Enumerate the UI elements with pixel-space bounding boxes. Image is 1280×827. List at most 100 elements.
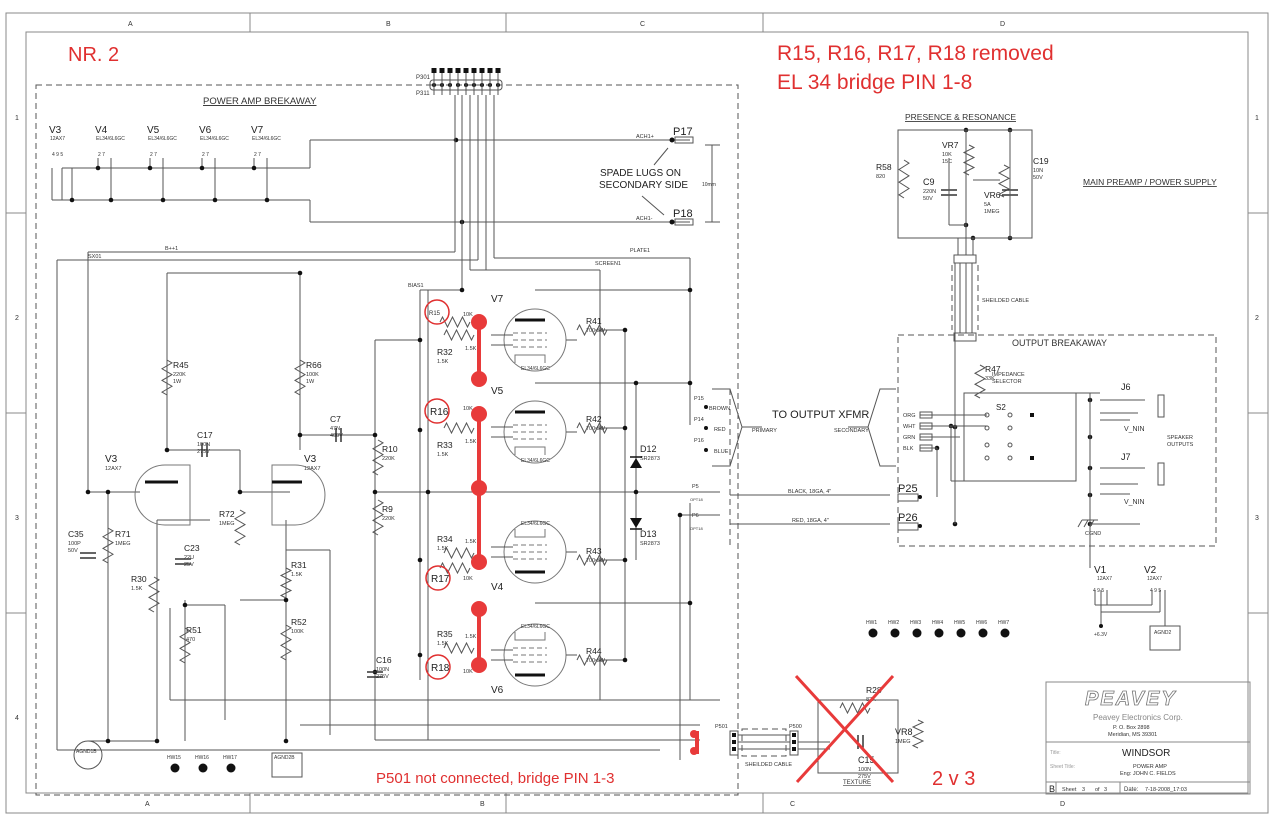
junction-dot (297, 270, 303, 276)
c23-value: 22U (184, 555, 194, 561)
c17-value: 100N (197, 442, 210, 448)
r45-ref: R45 (173, 360, 189, 370)
tube-v3b (271, 464, 326, 526)
output-breakaway-label: OUTPUT BREAKAWAY (1012, 338, 1107, 348)
v1-type: 12AX7 (1097, 576, 1112, 582)
ach1-minus-label: ACH1- (636, 216, 653, 222)
opt-label-p6: OPT18 (690, 526, 703, 531)
p18-label: P18 (673, 208, 693, 220)
junction-dot (459, 287, 465, 293)
p501-label: P501 (715, 724, 728, 730)
junction-dot (154, 738, 160, 744)
resistor-r10 (372, 439, 384, 476)
tube-v6 (491, 623, 577, 687)
tube-v4-ref: V4 (491, 582, 504, 593)
junction-dot (85, 489, 91, 495)
r42-ref: R42 (586, 414, 602, 424)
spade-arrow-up (653, 147, 669, 166)
grid-col-b: B (386, 21, 391, 28)
main-preamp-label: MAIN PREAMP / POWER SUPPLY (1083, 177, 1217, 187)
p26-connector[interactable] (897, 522, 922, 531)
r10-ref: R10 (382, 444, 398, 454)
jack-j7[interactable] (1100, 462, 1165, 495)
texture-block (817, 699, 899, 774)
agnd2b-symbol (271, 752, 303, 778)
header-pin (471, 68, 477, 73)
junction-dot (622, 327, 628, 333)
circle-r16 (424, 398, 450, 424)
j7-label: J7 (1121, 452, 1131, 462)
r-value-label: 1.5K (465, 346, 477, 352)
net-plate: PLATE1 (630, 248, 650, 254)
p301-p311-header (429, 68, 503, 95)
c35-value: 100P (68, 541, 81, 547)
c23-value: 25V (184, 562, 194, 568)
v3a-value: 12AX7 (105, 466, 122, 472)
r52-ref: R52 (291, 617, 307, 627)
p311-label: P311 (416, 91, 430, 97)
c19-ref: C19 (1033, 156, 1049, 166)
tube-v4 (491, 520, 577, 584)
grid-row-3: 3 (15, 515, 19, 522)
org-lug (919, 411, 933, 419)
r-10k-label: 10K (463, 312, 473, 318)
p501-bridge-marker (690, 730, 699, 755)
p301-label: P301 (416, 75, 431, 81)
jack-j6[interactable] (1100, 394, 1165, 421)
circled-r16-label: R16 (430, 407, 449, 418)
hardware-hole (912, 628, 922, 638)
junction-dot (237, 489, 243, 495)
red-label: RED (714, 427, 726, 433)
p500-connector[interactable] (789, 730, 799, 756)
grid-row-4: 4 (15, 715, 19, 722)
junction-dot (417, 652, 423, 658)
p15-label: P15 (694, 396, 704, 402)
hardware-hole (170, 763, 180, 773)
wht-label: WHT (903, 424, 916, 430)
annotation-removed: R15, R16, R17, R18 removed (777, 42, 1054, 65)
p15-terminal[interactable] (704, 405, 708, 409)
junction-dot (95, 165, 101, 171)
resistor-r45 (161, 359, 173, 396)
resistor-r72 (234, 509, 246, 546)
p6-label: P6 (692, 513, 699, 519)
header-pin (495, 68, 501, 73)
r-10k-label: 10K (463, 406, 473, 412)
hardware-label: HW6 (976, 620, 987, 626)
r42-value: 700 5W (586, 426, 606, 432)
heater-type-label: EL34/6L6GC (252, 136, 281, 142)
cgnd-label: CGND (1085, 531, 1101, 537)
hardware-hole (198, 763, 208, 773)
spade-lug-p17[interactable] (669, 136, 694, 144)
resistor-r71 (102, 527, 114, 564)
p14-terminal[interactable] (704, 426, 708, 430)
junction-dot (105, 738, 111, 744)
sheet-number: 3 (1082, 787, 1085, 793)
r51-value: 470 (186, 637, 195, 643)
junction-dot (622, 657, 628, 663)
resistor-r9 (372, 499, 384, 536)
c23-ref: C23 (184, 543, 200, 553)
hardware-hole (868, 628, 878, 638)
impedance-selector-label-1: IMPEDANCE (992, 372, 1025, 378)
xfmr-brackets (712, 388, 896, 545)
p17-label: P17 (673, 126, 693, 138)
of-label: of (1095, 787, 1100, 793)
heater-ref-label: V4 (95, 125, 108, 136)
p501-connector[interactable] (729, 730, 739, 756)
c7-ref: C7 (330, 414, 341, 424)
hardware-hole (1000, 628, 1010, 638)
tube-v7-ref: V7 (491, 294, 504, 305)
impedance-switch-s2[interactable] (963, 392, 1077, 482)
p25-connector[interactable] (897, 493, 922, 502)
hardware-label: HW7 (998, 620, 1009, 626)
p16-terminal[interactable] (704, 448, 708, 452)
spade-lug-p18[interactable] (669, 218, 694, 226)
r43-ref: R43 (586, 546, 602, 556)
spade-lugs-label-2: SECONDARY SIDE (599, 180, 688, 191)
bridge-v6-pin1-8 (471, 601, 487, 673)
net-bias: BIAS1 (408, 283, 424, 289)
shielded-cable-vertical (951, 254, 979, 342)
junction-dot (147, 165, 153, 171)
resistor-r33 (443, 421, 475, 435)
